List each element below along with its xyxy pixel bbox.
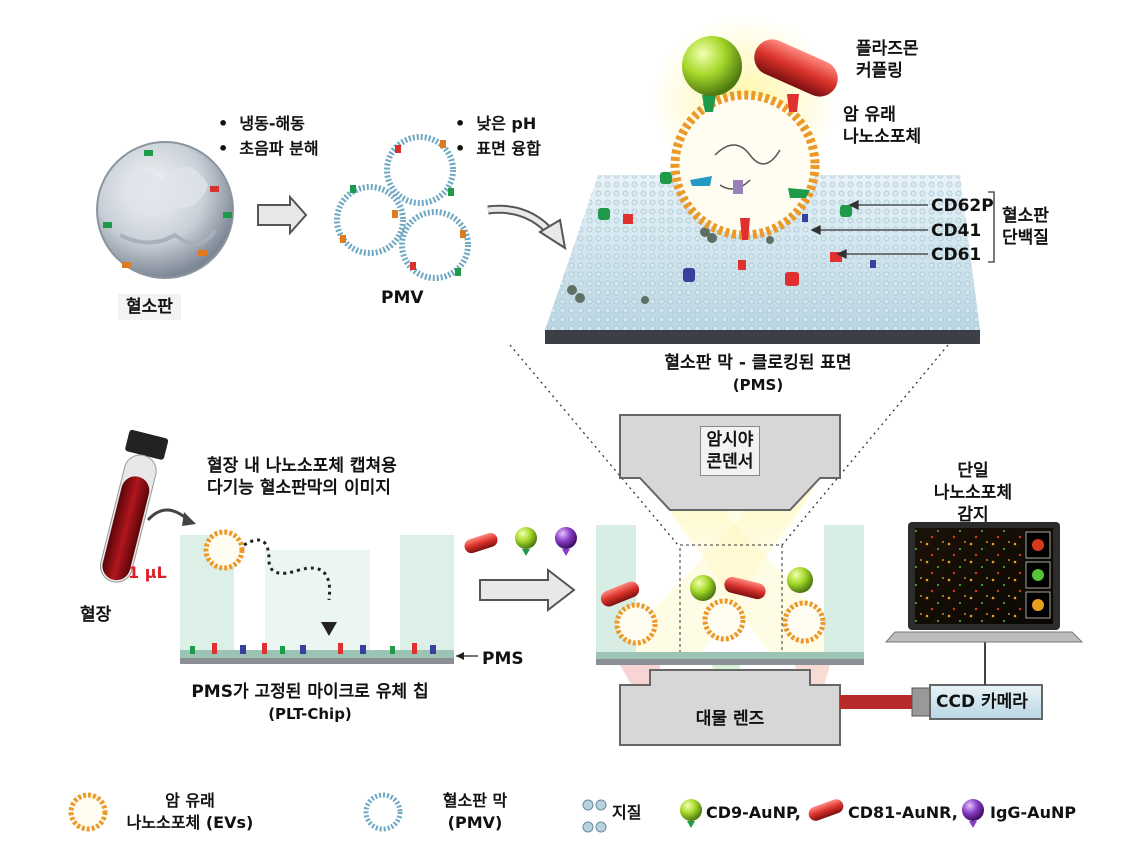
step2-bullet-1: • 낮은 pH: [455, 114, 537, 133]
platelet-illustration: [96, 141, 234, 279]
light-path: [840, 695, 930, 709]
pms-title: 혈소판 막 - 클로킹된 표면 (PMS): [608, 352, 908, 396]
chip-title-line-1: 혈장 내 나노소포체 캡쳐용: [207, 456, 397, 476]
ccd-box: [911, 642, 1043, 720]
cancer-nano-line-2: 나노소포체: [843, 127, 922, 147]
platelet-label: 혈소판: [118, 294, 181, 320]
step1-bullet-1: • 냉동-해동: [218, 114, 305, 133]
plasmon-line-1: 플라즈몬: [856, 39, 919, 59]
protein-pointers: [810, 191, 995, 263]
ccd-label: CCD 카메라: [936, 692, 1028, 712]
arrow-1: [257, 194, 308, 236]
chip-title-line-2: 다기능 혈소판막의 이미지: [207, 478, 391, 498]
laptop: [884, 522, 1084, 643]
step2-bullet-2: • 표면 융합: [455, 139, 541, 158]
legend-ev-line-2: 나노소포체 (EVs): [126, 813, 254, 832]
detection-line-3: 감지: [957, 505, 989, 525]
cancer-nano-line-1: 암 유래: [843, 105, 896, 125]
cancer-ev-large: [670, 90, 820, 240]
condenser-line-1: 암시야: [706, 430, 754, 450]
legend-lipid: 지질: [612, 803, 642, 822]
legend-ev-line-1: 암 유래: [165, 791, 215, 810]
pms-surface-3d: [545, 172, 980, 344]
chip-right: [596, 525, 864, 665]
legend-cd9: CD9-AuNP,: [706, 803, 801, 822]
blood-tube: [99, 429, 169, 583]
pms-abbr: (PMS): [732, 376, 784, 394]
step1-bullet-1-text: 냉동-해동: [239, 114, 305, 133]
step1-bullet-2: • 초음파 분해: [218, 139, 319, 158]
detection-line-2: 나노소포체: [933, 483, 1013, 503]
gold-nanoparticle-top: [682, 36, 742, 96]
probe-icons: [464, 527, 577, 556]
objective-label: 대물 렌즈: [695, 709, 765, 729]
legend-igg: IgG-AuNP: [990, 803, 1077, 822]
plasmon-line-2: 커플링: [856, 61, 903, 81]
pmv-label: PMV: [381, 288, 424, 308]
zoom-lines: [509, 344, 949, 546]
condenser-line-2: 콘덴서: [706, 452, 754, 472]
chip-abbr: (PLT-Chip): [268, 705, 352, 723]
plt-chip: [180, 529, 478, 664]
gold-nanorod-top: [754, 39, 838, 97]
plasmon-coupling-label: 플라즈몬 커플링: [856, 38, 919, 82]
pms-title-line: 혈소판 막 - 클로킹된 표면: [664, 353, 852, 373]
protein-group-line-1: 혈소판: [1002, 206, 1049, 226]
protein-cd41: CD41: [931, 221, 982, 241]
detection-label: 단일 나노소포체 감지: [918, 460, 1028, 526]
cancer-nano-label: 암 유래 나노소포체: [843, 104, 921, 148]
detection-line-1: 단일: [957, 461, 989, 481]
arrow-2: [487, 204, 567, 251]
legend-pmv-label: 혈소판 막 (PMV): [410, 790, 540, 834]
protein-group-line-2: 단백질: [1002, 228, 1049, 248]
chip-title: 혈장 내 나노소포체 캡쳐용 다기능 혈소판막의 이미지: [207, 455, 397, 499]
arrow-3: [479, 567, 576, 613]
legend-pmv-line-1: 혈소판 막: [442, 791, 508, 810]
chip-caption-line: PMS가 고정된 마이크로 유체 칩: [191, 682, 429, 702]
pmv-vesicles: [334, 134, 471, 281]
step2-bullet-2-text: 표면 융합: [476, 139, 541, 158]
legend-ev-label: 암 유래 나노소포체 (EVs): [110, 790, 270, 834]
plasma-label: 혈장: [80, 605, 112, 625]
protein-group-label: 혈소판 단백질: [1002, 205, 1049, 249]
legend-cd81: CD81-AuNR,: [848, 803, 958, 822]
volume-label: 1 μL: [128, 563, 167, 582]
condenser-label: 암시야 콘덴서: [670, 426, 790, 476]
legend-pmv-line-2: (PMV): [447, 813, 503, 832]
protein-cd62p: CD62P: [931, 196, 994, 216]
curved-arrow-tube: [146, 508, 196, 526]
objective-shape: [619, 669, 841, 746]
step2-bullet-1-text: 낮은 pH: [476, 114, 537, 133]
protein-cd61: CD61: [931, 245, 982, 265]
legend-icons: [68, 792, 984, 833]
pms-chip-label: PMS: [482, 649, 524, 669]
chip-caption: PMS가 고정된 마이크로 유체 칩 (PLT-Chip): [150, 681, 470, 725]
step1-bullet-2-text: 초음파 분해: [239, 139, 319, 158]
